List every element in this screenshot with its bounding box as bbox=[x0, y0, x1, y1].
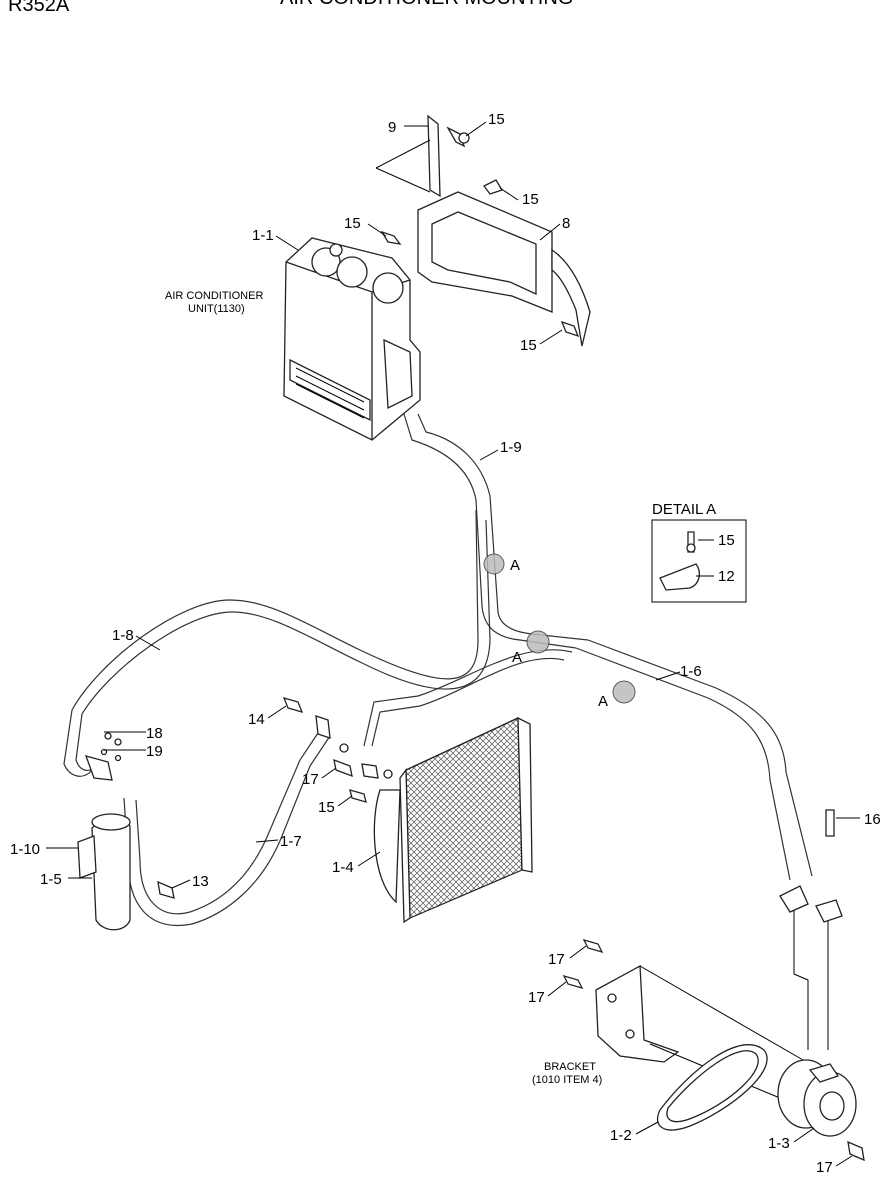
callout-19: 19 bbox=[146, 743, 163, 760]
unit-note-line1: AIR CONDITIONER bbox=[165, 290, 263, 302]
callout-17-a: 17 bbox=[302, 771, 319, 788]
detail-callout-12: 12 bbox=[718, 568, 735, 585]
pipe-1-7 bbox=[123, 729, 331, 926]
detail-callout-15: 15 bbox=[718, 532, 735, 549]
bracket-9 bbox=[375, 114, 441, 198]
callout-15-c: 15 bbox=[344, 215, 361, 232]
callout-1-7: 1-7 bbox=[280, 833, 302, 850]
compressor-bracket bbox=[595, 964, 811, 1099]
pipe-1-6 bbox=[363, 639, 813, 881]
callout-1-6: 1-6 bbox=[680, 663, 702, 680]
detail-a-box bbox=[651, 519, 747, 603]
callout-1-8: 1-8 bbox=[112, 627, 134, 644]
leader-lines bbox=[46, 121, 860, 1167]
callout-1-5: 1-5 bbox=[40, 871, 62, 888]
bolts-upper bbox=[380, 126, 580, 338]
callout-15-e: 15 bbox=[318, 799, 335, 816]
fittings-mid bbox=[157, 697, 393, 899]
page-title: AIR CONDITIONER MOUNTING bbox=[280, 0, 573, 9]
callout-14: 14 bbox=[248, 711, 265, 728]
air-conditioner-unit bbox=[283, 237, 421, 441]
belt bbox=[657, 1044, 768, 1131]
compressor bbox=[777, 1059, 857, 1137]
compressor-lines bbox=[779, 885, 843, 1050]
callout-8: 8 bbox=[562, 215, 570, 232]
marker-a-2: A bbox=[512, 649, 522, 666]
unit-note-line2: UNIT(1130) bbox=[188, 303, 245, 315]
bracket-8 bbox=[417, 191, 591, 347]
callout-15-a: 15 bbox=[488, 111, 505, 128]
clamp-a-3 bbox=[612, 680, 636, 704]
pipe-1-8 bbox=[63, 509, 491, 777]
receiver-drier bbox=[77, 755, 131, 931]
small-hardware-18-19 bbox=[100, 732, 122, 762]
callout-17-c: 17 bbox=[528, 989, 545, 1006]
callout-1-2: 1-2 bbox=[610, 1127, 632, 1144]
callout-17-d: 17 bbox=[816, 1159, 833, 1176]
model-code: R352A bbox=[8, 0, 70, 16]
bolts-lower bbox=[562, 809, 865, 1162]
clamp-a-1 bbox=[483, 553, 505, 575]
bracket-note-line1: BRACKET bbox=[544, 1061, 596, 1073]
callout-1-9: 1-9 bbox=[500, 439, 522, 456]
pipe-1-9 bbox=[403, 413, 589, 649]
condenser bbox=[373, 716, 533, 924]
callout-13: 13 bbox=[192, 873, 209, 890]
callout-15-b: 15 bbox=[522, 191, 539, 208]
callout-1-1: 1-1 bbox=[252, 227, 274, 244]
bracket-note-line2: (1010 ITEM 4) bbox=[532, 1074, 602, 1086]
marker-a-1: A bbox=[510, 557, 520, 574]
marker-a-3: A bbox=[598, 693, 608, 710]
callout-18: 18 bbox=[146, 725, 163, 742]
callout-1-4: 1-4 bbox=[332, 859, 354, 876]
callout-17-b: 17 bbox=[548, 951, 565, 968]
callout-16: 16 bbox=[864, 811, 881, 828]
callout-1-10: 1-10 bbox=[10, 841, 40, 858]
clamp-a-2 bbox=[526, 630, 550, 654]
callout-1-3: 1-3 bbox=[768, 1135, 790, 1152]
callout-15-d: 15 bbox=[520, 337, 537, 354]
callout-9: 9 bbox=[388, 119, 396, 136]
detail-a-title: DETAIL A bbox=[652, 501, 716, 518]
